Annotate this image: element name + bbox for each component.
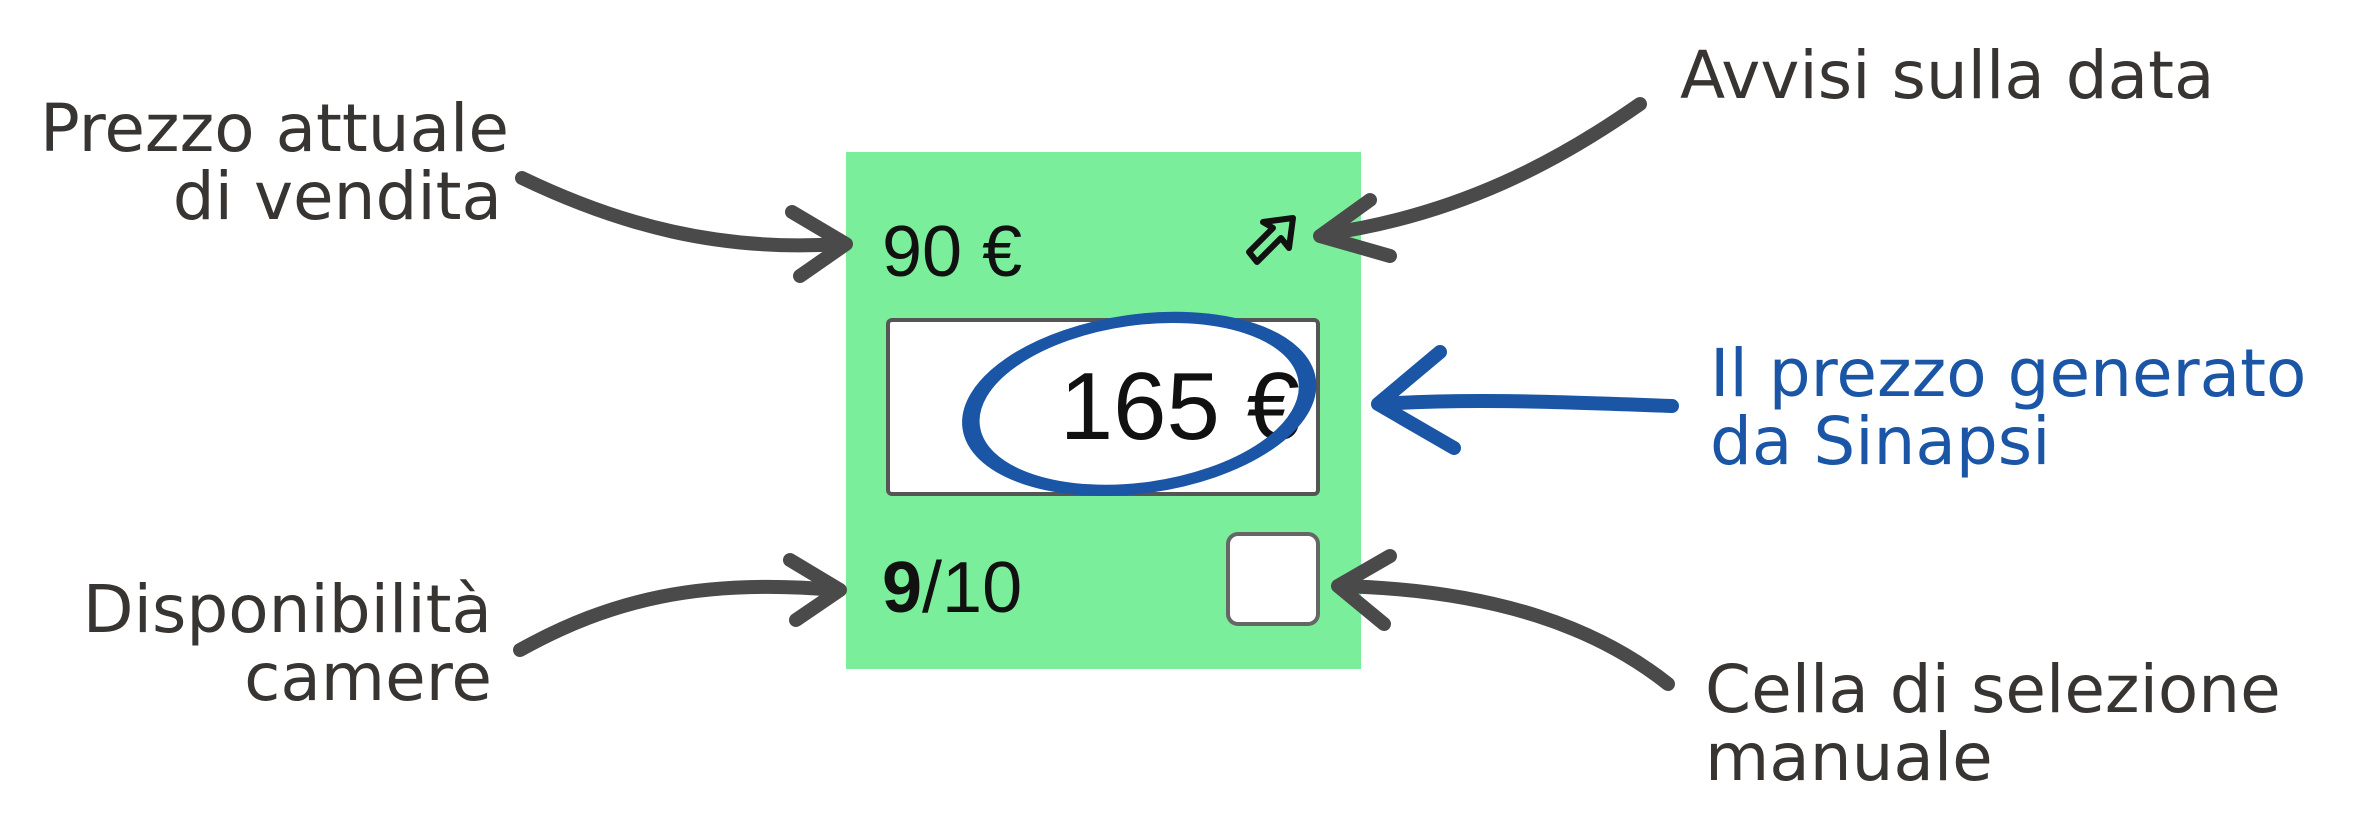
arrow-manual-select bbox=[1333, 579, 1675, 691]
label-manual-select-line1: Cella di selezione bbox=[1705, 651, 2281, 728]
label-current-price: Prezzo attuale di vendita bbox=[40, 90, 509, 235]
label-generated-price: Il prezzo generato da Sinapsi bbox=[1710, 340, 2306, 476]
label-manual-select: Cella di selezione manuale bbox=[1705, 656, 2281, 792]
available-rooms: 9 bbox=[882, 548, 923, 628]
label-availability-line1: Disponibilità bbox=[82, 571, 492, 648]
arrowhead-availability bbox=[783, 553, 847, 627]
arrow-current-price bbox=[515, 171, 847, 253]
current-price: 90 € bbox=[882, 212, 1023, 292]
label-generated-price-line2: da Sinapsi bbox=[1710, 403, 2051, 480]
label-date-alerts-text: Avvisi sulla data bbox=[1680, 37, 2215, 114]
arrowhead-generated-price bbox=[1371, 345, 1461, 455]
total-rooms: /10 bbox=[922, 548, 1023, 628]
arrow-generated-price bbox=[1373, 393, 1679, 413]
arrow-availability bbox=[513, 579, 843, 657]
arrow-date-alerts bbox=[1318, 97, 1647, 241]
arrow-up-right-icon[interactable] bbox=[1241, 208, 1305, 272]
label-availability-line2: camere bbox=[244, 639, 492, 716]
label-availability: Disponibilità camere bbox=[40, 576, 492, 712]
generated-price: 165 € bbox=[1059, 353, 1300, 460]
manual-select-checkbox[interactable] bbox=[1226, 532, 1320, 626]
arrowhead-manual-select bbox=[1331, 549, 1397, 631]
highlight-circle bbox=[962, 311, 1317, 496]
room-availability: 9/10 bbox=[882, 548, 1022, 628]
label-date-alerts: Avvisi sulla data bbox=[1680, 42, 2214, 110]
arrowhead-date-alerts bbox=[1313, 193, 1397, 263]
label-generated-price-line1: Il prezzo generato bbox=[1710, 335, 2307, 412]
arrowhead-current-price bbox=[785, 205, 853, 283]
label-manual-select-line2: manuale bbox=[1705, 719, 1993, 796]
label-current-price-line1: Prezzo attuale bbox=[40, 90, 509, 167]
label-current-price-line2: di vendita bbox=[172, 158, 502, 235]
